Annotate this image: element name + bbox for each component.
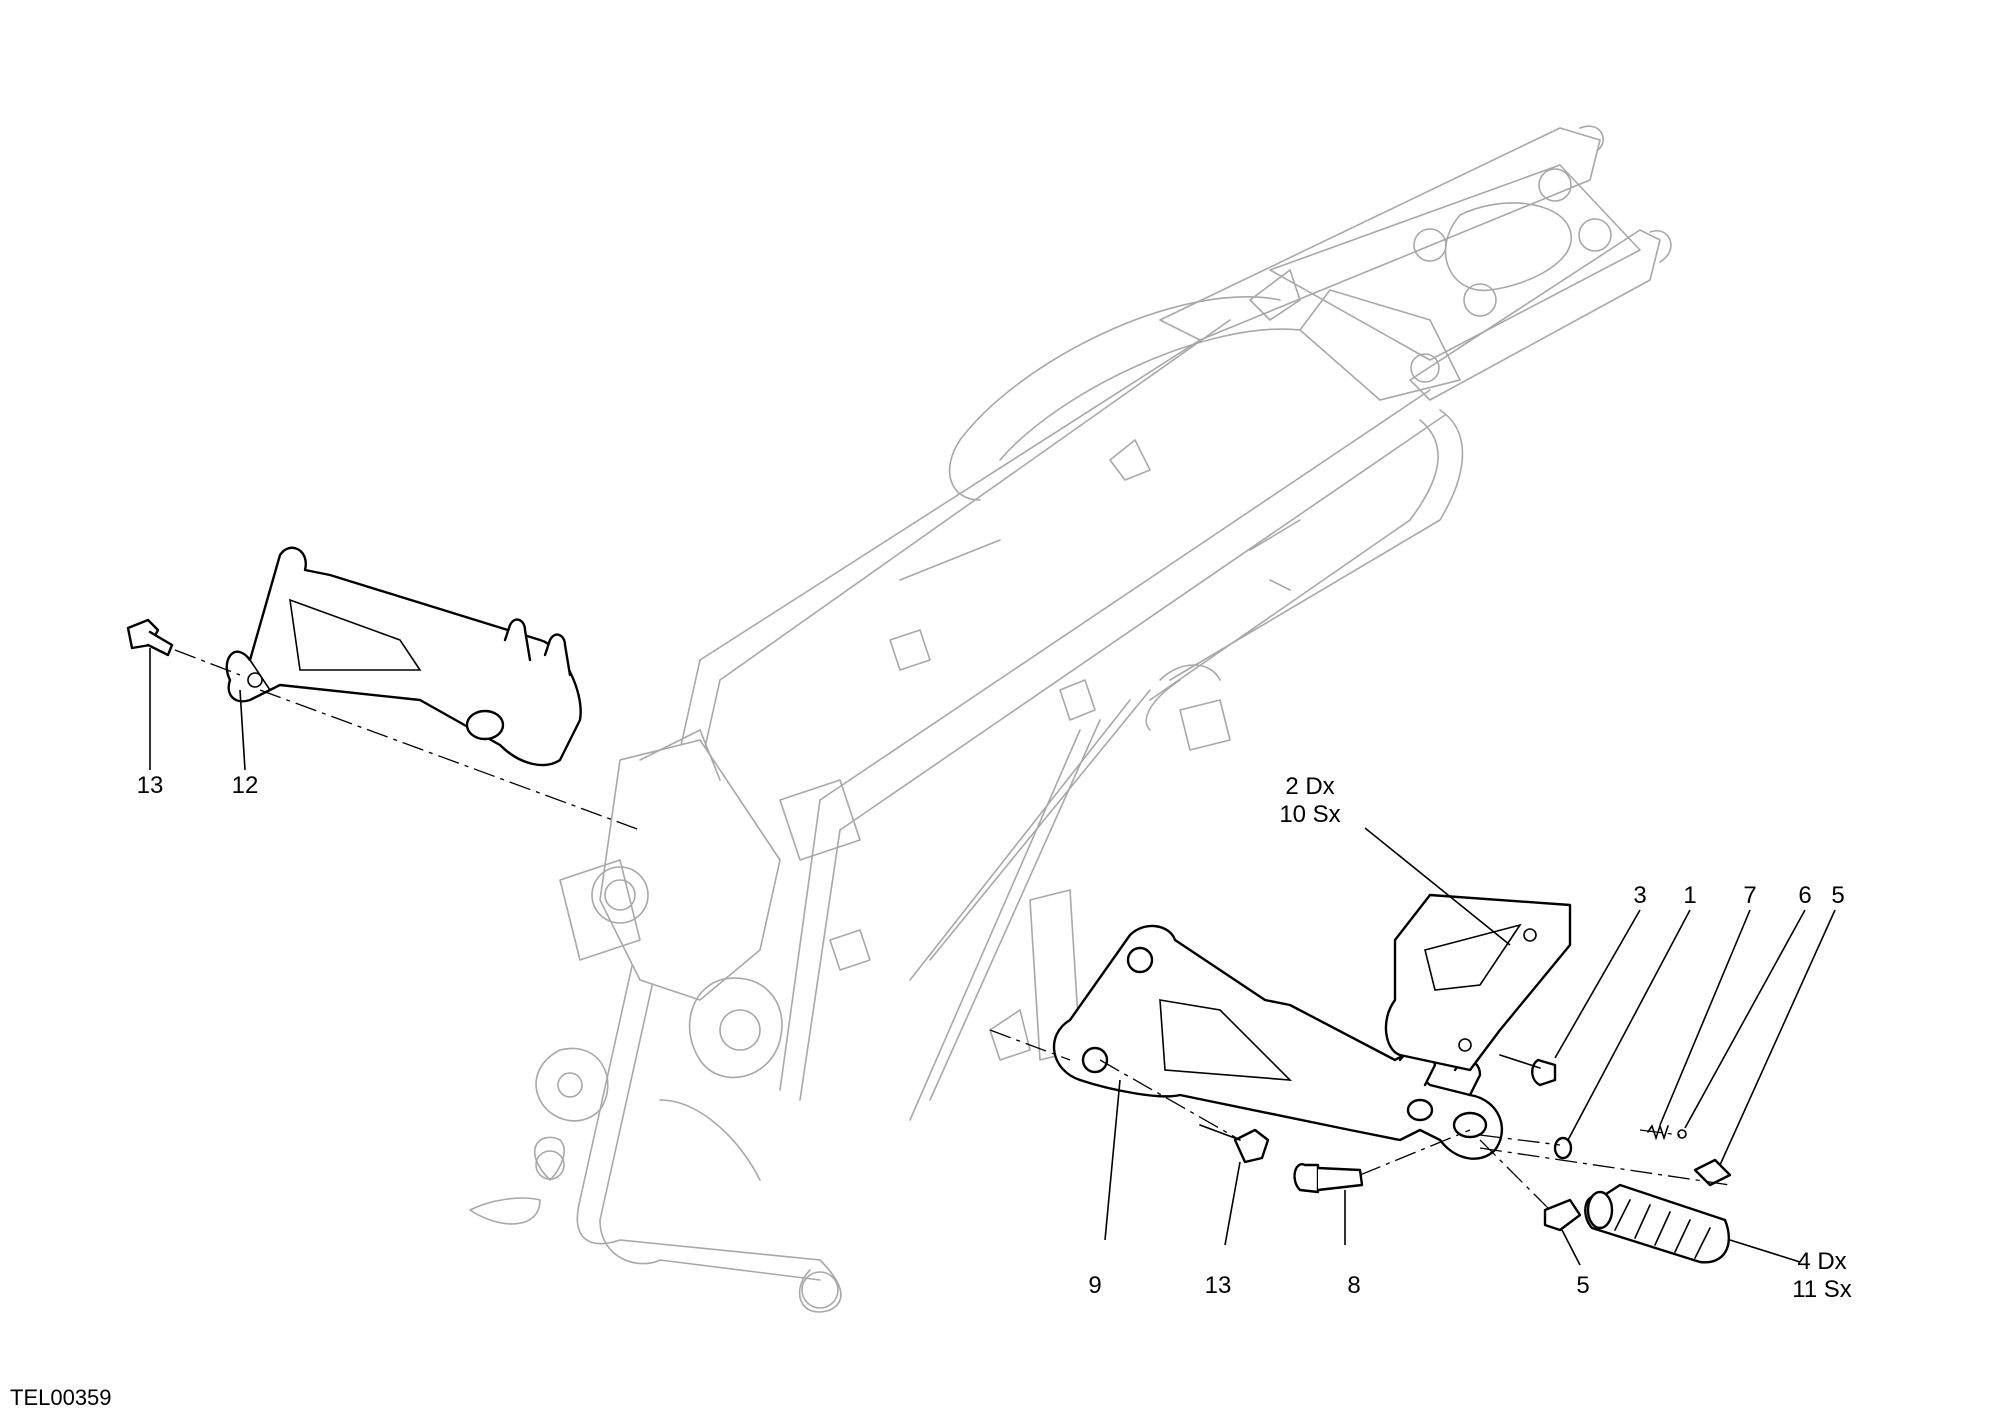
detent-ball <box>1677 1129 1687 1139</box>
callout-12: 12 <box>231 772 259 799</box>
callout-9: 9 <box>1088 1272 1102 1299</box>
left-footpeg-bracket <box>225 546 582 767</box>
callout-2dx-10sx: 2 Dx 10 Sx <box>1279 773 1341 828</box>
motorcycle-frame <box>469 125 1672 1313</box>
washer <box>1553 1136 1573 1160</box>
callout-13-left: 13 <box>136 772 164 799</box>
callout-5-lower: 5 <box>1576 1272 1590 1299</box>
left-bracket-bolt <box>126 618 174 657</box>
right-bracket-bolt <box>1199 1124 1270 1164</box>
plate-screw <box>1499 1054 1557 1087</box>
callout-4dx-11sx: 4 Dx 11 Sx <box>1792 1248 1852 1303</box>
callout-3: 3 <box>1633 882 1647 909</box>
footpeg-rubber <box>1584 1183 1730 1264</box>
heel-guard-plate <box>1384 893 1572 1072</box>
callout-6: 6 <box>1798 882 1812 909</box>
callout-5-upper: 5 <box>1831 882 1845 909</box>
callout-8: 8 <box>1347 1272 1361 1299</box>
drawing-reference-code: TEL00359 <box>10 1385 112 1410</box>
right-footpeg-bracket <box>1052 924 1504 1160</box>
callout-7: 7 <box>1743 882 1757 909</box>
assembly-axis-lines <box>174 649 1731 1211</box>
footpeg-pad <box>1543 1158 1732 1232</box>
callout-13-right: 13 <box>1204 1272 1232 1299</box>
leader-lines <box>149 648 1836 1266</box>
pivot-pin <box>1293 1163 1364 1194</box>
callout-1: 1 <box>1683 882 1697 909</box>
